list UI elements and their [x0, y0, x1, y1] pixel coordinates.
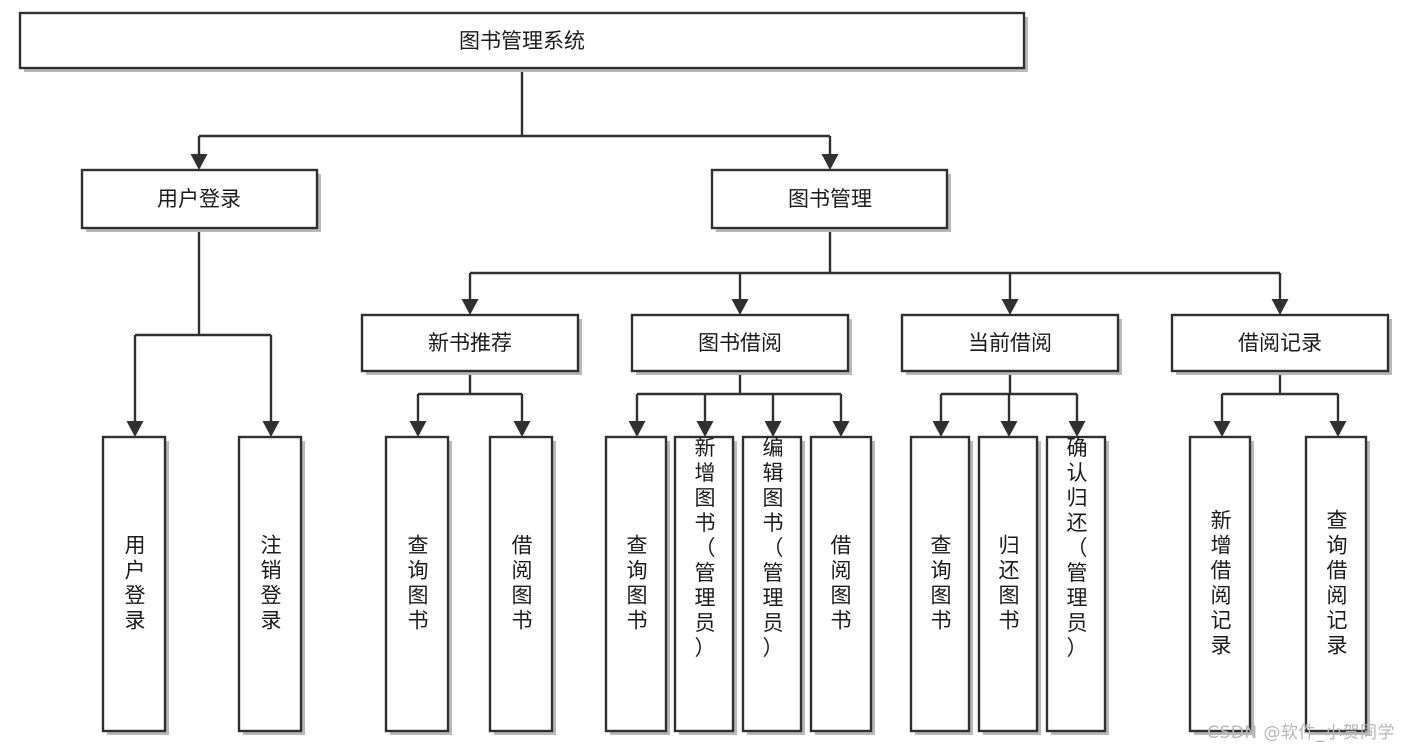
arrowhead-to-leaf-query-book-2: [628, 421, 646, 437]
node-leaf-edit-book-admin-box[interactable]: [741, 435, 803, 733]
arrowhead-to-borrow-record: [1271, 299, 1289, 315]
node-book-management-label: 图书管理: [788, 187, 872, 211]
node-book-management-box[interactable]: [710, 168, 949, 230]
arrowhead-to-book-management: [821, 154, 839, 170]
node-leaf-query-book-2-label: 查询图书: [627, 534, 648, 633]
node-book-borrow-label: 图书借阅: [698, 331, 782, 355]
node-leaf-query-book-1-label: 查询图书: [408, 534, 429, 633]
node-borrow-record-box[interactable]: [1170, 313, 1390, 373]
node-leaf-add-book-admin[interactable]: 新增图书（管理员）: [673, 435, 737, 735]
node-leaf-user-login[interactable]: 用户登录: [101, 435, 169, 735]
arrowhead-to-current-borrow: [1001, 299, 1019, 315]
node-root[interactable]: 图书管理系统: [18, 11, 1028, 72]
node-leaf-borrow-book-2-box[interactable]: [809, 435, 873, 733]
node-user-login[interactable]: 用户登录: [80, 168, 321, 232]
node-leaf-borrow-book-1-label: 借阅图书: [512, 534, 533, 633]
node-leaf-logout-login-box[interactable]: [237, 435, 303, 733]
edge-group: [133, 68, 1340, 424]
node-leaf-query-book-2-box[interactable]: [604, 435, 668, 733]
node-leaf-edit-book-admin-label: 编辑图书（管理员）: [763, 436, 784, 660]
node-leaf-add-borrow-record-label: 新增借阅记录: [1211, 509, 1232, 658]
node-book-borrow-box[interactable]: [630, 313, 850, 373]
node-leaf-logout-login[interactable]: 注销登录: [237, 435, 305, 735]
node-leaf-return-book[interactable]: 归还图书: [977, 435, 1041, 735]
node-root-box[interactable]: [18, 11, 1026, 70]
arrowhead-to-leaf-add-borrow-record: [1213, 421, 1231, 437]
arrowhead-to-leaf-confirm-return-admin: [1068, 421, 1086, 437]
node-leaf-add-book-admin-label: 新增图书（管理员）: [695, 436, 716, 660]
node-leaf-query-book-2[interactable]: 查询图书: [604, 435, 670, 735]
node-leaf-edit-book-admin[interactable]: 编辑图书（管理员）: [741, 435, 805, 735]
arrowhead-to-leaf-borrow-book-1: [513, 421, 531, 437]
node-leaf-add-borrow-record-box[interactable]: [1188, 435, 1252, 733]
node-leaf-add-book-admin-box[interactable]: [673, 435, 735, 733]
node-root-label: 图书管理系统: [459, 29, 585, 53]
arrowhead-to-user-login: [190, 154, 208, 170]
node-borrow-record[interactable]: 借阅记录: [1170, 313, 1392, 375]
node-current-borrow[interactable]: 当前借阅: [900, 313, 1122, 375]
node-leaf-query-book-3-box[interactable]: [909, 435, 971, 733]
node-leaf-confirm-return-admin[interactable]: 确认归还（管理员）: [1045, 435, 1109, 735]
node-leaf-logout-login-label: 注销登录: [261, 534, 282, 633]
node-leaf-query-book-3-label: 查询图书: [931, 534, 952, 633]
node-leaf-query-borrow-record[interactable]: 查询借阅记录: [1304, 435, 1370, 735]
node-leaf-confirm-return-admin-box[interactable]: [1045, 435, 1107, 733]
node-new-book-recommend-box[interactable]: [360, 313, 580, 373]
node-user-login-label: 用户登录: [157, 187, 241, 211]
arrowhead-to-leaf-logout-login: [262, 421, 280, 437]
arrowhead-to-leaf-borrow-book-2: [832, 421, 850, 437]
leaf-group: 用户登录 注销登录 查询图书 借阅图书 查询图书: [101, 435, 1370, 735]
node-leaf-query-book-1[interactable]: 查询图书: [384, 435, 452, 735]
arrowhead-to-leaf-edit-book-admin: [764, 421, 782, 437]
node-current-borrow-box[interactable]: [900, 313, 1120, 373]
node-leaf-query-borrow-record-box[interactable]: [1304, 435, 1368, 733]
node-leaf-borrow-book-1-box[interactable]: [488, 435, 554, 733]
node-leaf-query-book-1-box[interactable]: [384, 435, 450, 733]
node-leaf-query-borrow-record-label: 查询借阅记录: [1327, 509, 1348, 658]
node-leaf-user-login-label: 用户登录: [125, 534, 146, 633]
node-leaf-return-book-label: 归还图书: [999, 534, 1020, 633]
arrowhead-to-book-borrow: [731, 299, 749, 315]
node-leaf-add-borrow-record[interactable]: 新增借阅记录: [1188, 435, 1254, 735]
arrowhead-to-leaf-add-book-admin: [696, 421, 714, 437]
node-leaf-return-book-box[interactable]: [977, 435, 1039, 733]
node-leaf-borrow-book-2[interactable]: 借阅图书: [809, 435, 875, 735]
arrowhead-to-new-book-recommend: [461, 299, 479, 315]
arrowhead-to-leaf-query-book-1: [409, 421, 427, 437]
node-leaf-borrow-book-1[interactable]: 借阅图书: [488, 435, 556, 735]
node-leaf-query-book-3[interactable]: 查询图书: [909, 435, 973, 735]
arrowhead-to-leaf-user-login: [126, 421, 144, 437]
node-leaf-user-login-box[interactable]: [101, 435, 167, 733]
arrowhead-to-leaf-query-borrow-record: [1329, 421, 1347, 437]
node-current-borrow-label: 当前借阅: [968, 331, 1052, 355]
node-user-login-box[interactable]: [80, 168, 319, 230]
node-borrow-record-label: 借阅记录: [1238, 331, 1322, 355]
node-new-book-recommend[interactable]: 新书推荐: [360, 313, 582, 375]
node-book-management[interactable]: 图书管理: [710, 168, 951, 232]
node-book-borrow[interactable]: 图书借阅: [630, 313, 852, 375]
node-leaf-borrow-book-2-label: 借阅图书: [831, 534, 852, 633]
arrowhead-to-leaf-query-book-3: [932, 421, 950, 437]
arrowhead-to-leaf-return-book: [1000, 421, 1018, 437]
node-leaf-confirm-return-admin-label: 确认归还（管理员）: [1067, 436, 1088, 660]
node-new-book-recommend-label: 新书推荐: [428, 331, 512, 355]
